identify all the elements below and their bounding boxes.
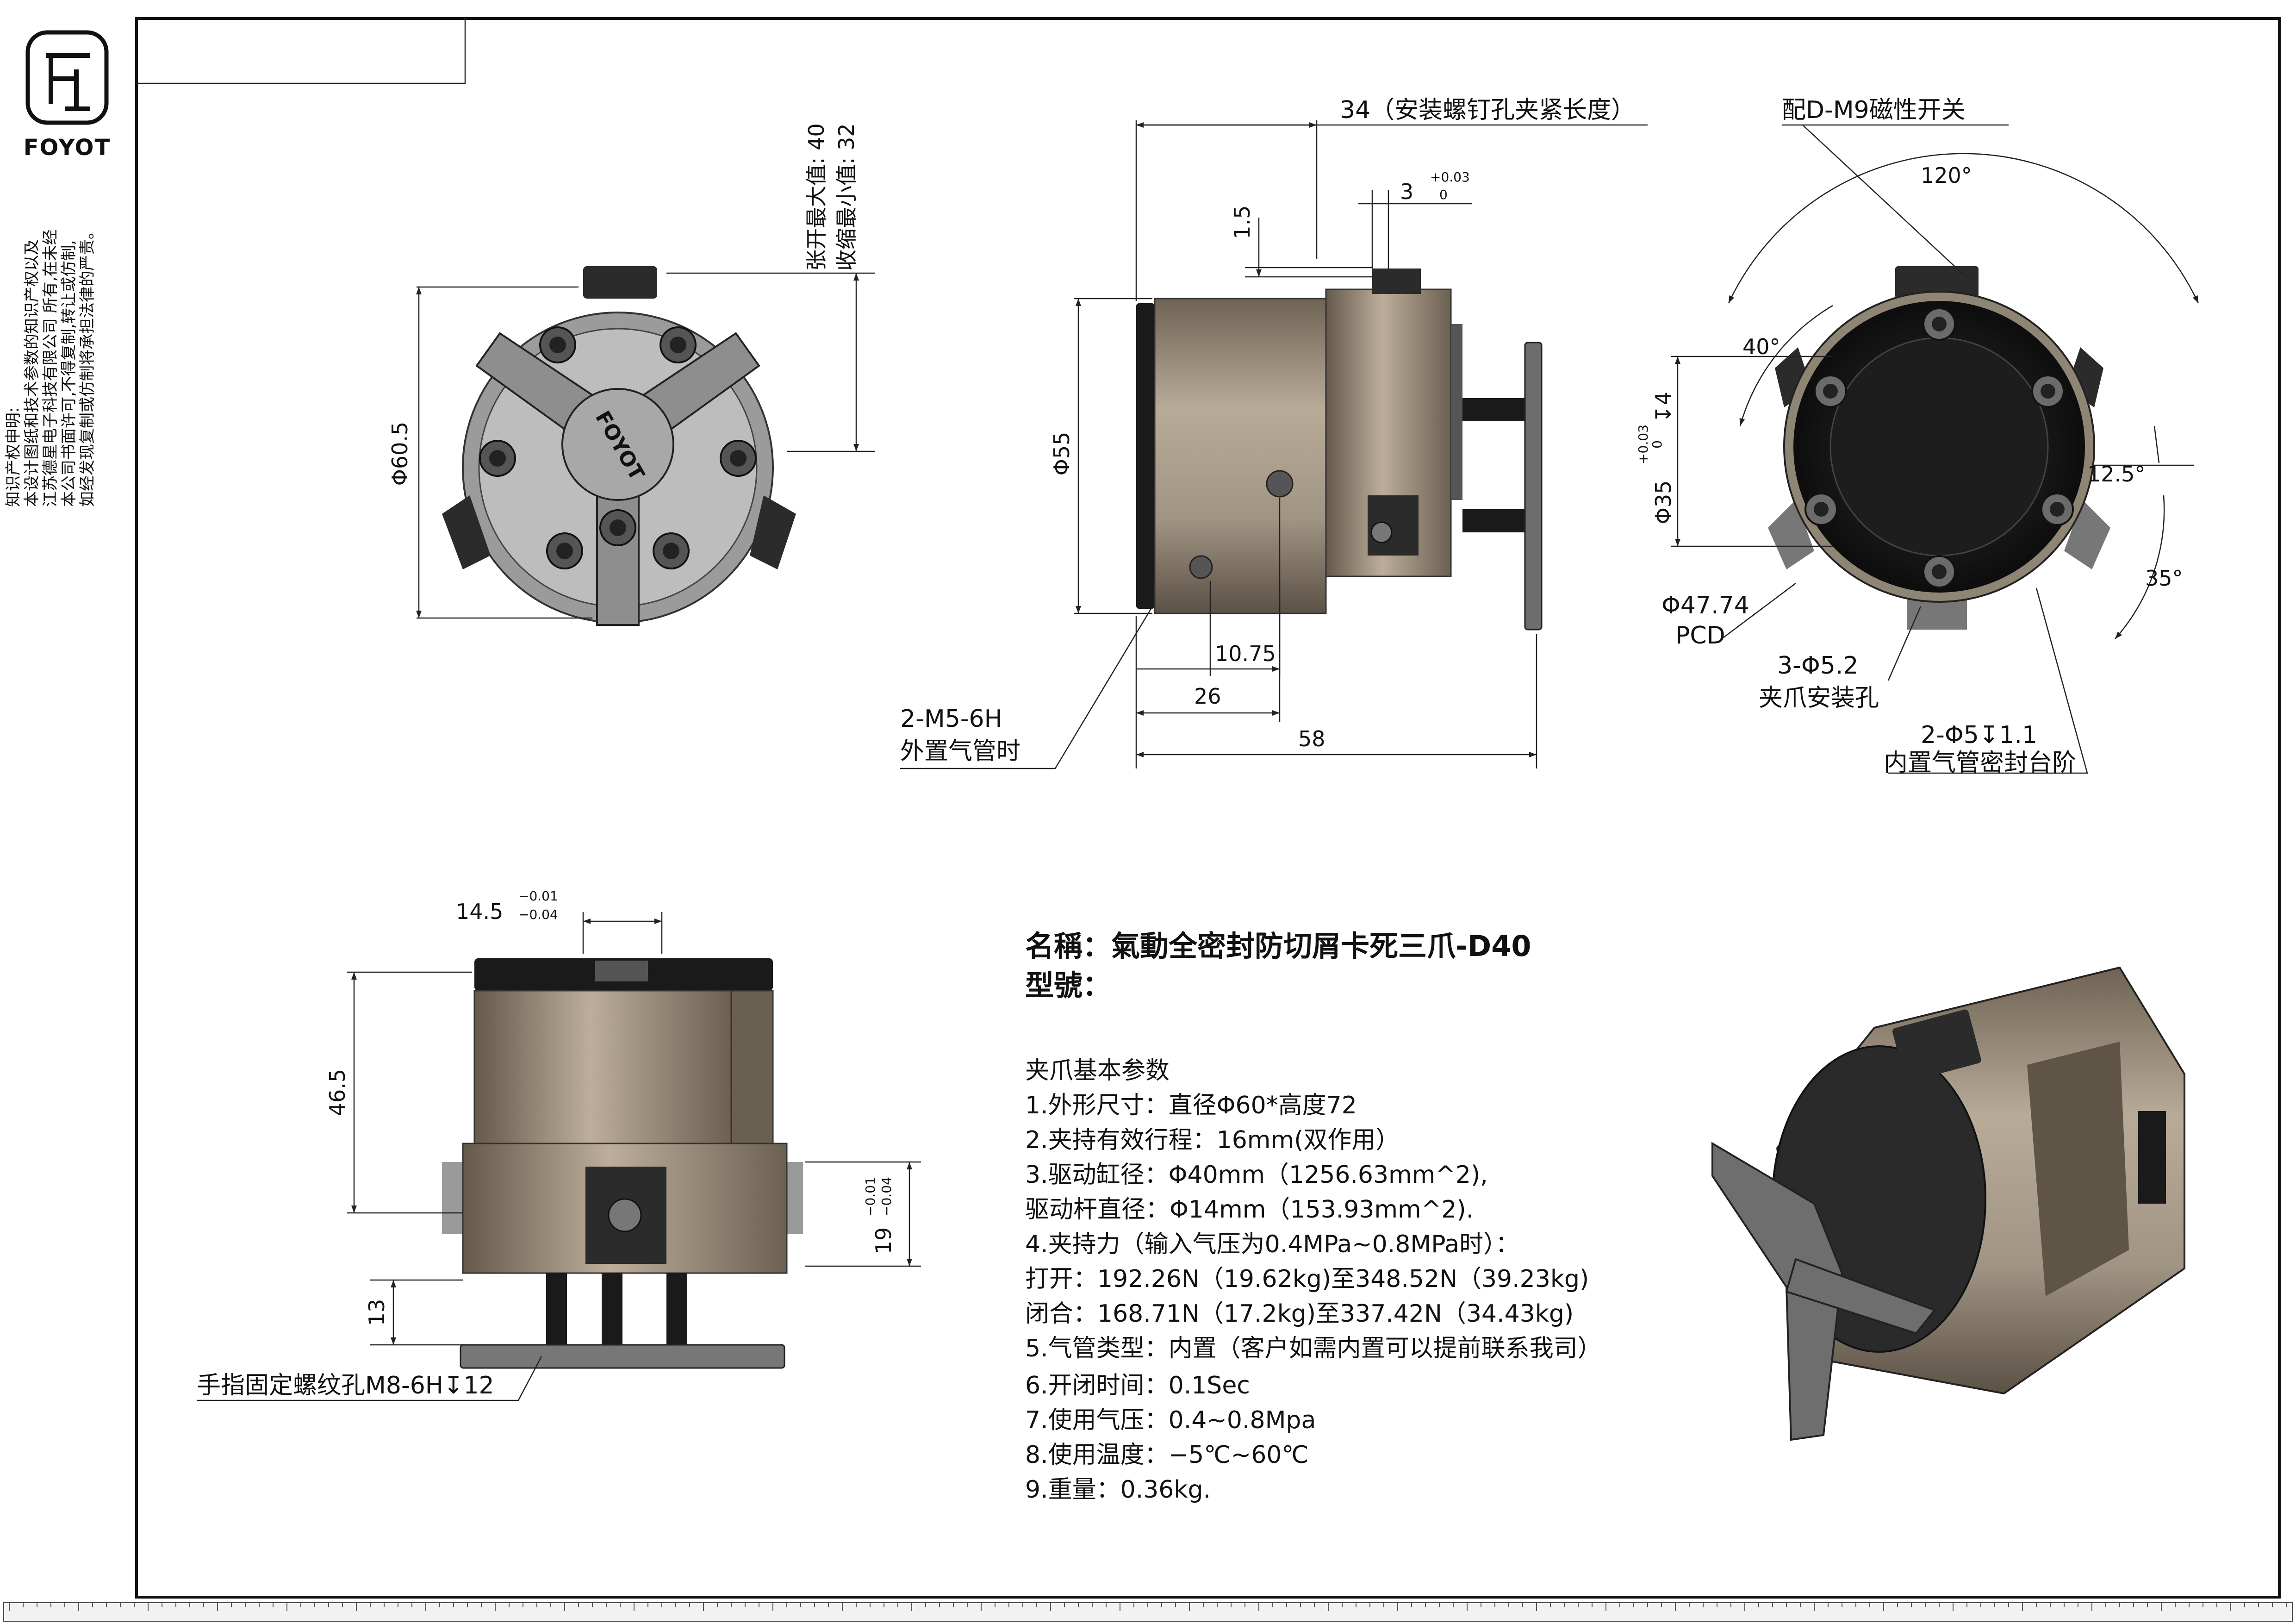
brand-name: FOYOT — [24, 135, 111, 161]
bottom-ruler — [9, 1603, 2287, 1611]
switch-label: 配D-M9磁性开关 — [1782, 96, 1966, 124]
param-4: 4.夹持力（输入气压为0.4MPa~0.8MPa时）： — [1025, 1230, 1519, 1258]
iso-view — [1711, 966, 2185, 1441]
dim-46p5: 46.5 — [325, 1069, 350, 1116]
ip-notice: 知识产权申明: 本设计图纸和技术参数的知识产权以及 江苏德星电子科技有限公司 所… — [4, 224, 97, 507]
top-view: FOYOT Φ60.5 张开最大值: 40 收缩最小值: 32 — [387, 123, 875, 626]
ip-notice-line-2: 江苏德星电子科技有限公司 所有,在未经 — [41, 229, 60, 507]
dim-19: 19 — [871, 1227, 896, 1255]
param-4-open: 打开：192.26N（19.62kg)至348.52N（39.23kg) — [1025, 1265, 1589, 1293]
param-5: 5.气管类型：内置（客户如需内置可以提前联系我司） — [1025, 1335, 1602, 1362]
dim-55: Φ55 — [1049, 432, 1074, 476]
finger-note: 手指固定螺纹孔M8-6H↧12 — [197, 1372, 494, 1399]
product-name: 名稱：氣動全密封防切屑卡死三爪-D40 — [1025, 929, 1531, 963]
seal-dim: 2-Φ5↧1.1 — [1921, 721, 2037, 749]
ip-notice-line-3: 本公司书面许可,不得复制,转让或仿制, — [60, 240, 78, 507]
top-dia: Φ60.5 — [387, 422, 412, 486]
dim-3-tol-up: +0.03 — [1430, 169, 1470, 185]
param-3b: 驱动杆直径：Φ14mm（153.93mm^2). — [1025, 1196, 1474, 1224]
param-3: 3.驱动缸径：Φ40mm（1256.63mm^2), — [1025, 1161, 1488, 1189]
dim-26: 26 — [1194, 684, 1221, 709]
open-max: 张开最大值: 40 — [804, 123, 829, 271]
param-1: 1.外形尺寸：直径Φ60*高度72 — [1025, 1092, 1357, 1119]
ip-notice-line-1: 本设计图纸和技术参数的知识产权以及 — [23, 239, 41, 507]
port-label-2: 外置气管时 — [900, 737, 1020, 765]
ip-notice-heading: 知识产权申明: — [4, 407, 23, 507]
bottom-view: 120° 40° 配D-M9磁性开关 12.5° 35° Φ35 ↧4 +0.0… — [1636, 96, 2199, 777]
dia-35-tol-up: +0.03 — [1636, 425, 1651, 464]
mount-holes-label: 夹爪安装孔 — [1759, 684, 1879, 712]
angle-35: 35° — [2145, 566, 2183, 591]
dia-35: Φ35 — [1651, 481, 1676, 525]
product-model: 型號： — [1025, 968, 1111, 1002]
brand-logo: FOYOT — [24, 30, 111, 161]
angle-40: 40° — [1742, 334, 1780, 359]
dim-3-tol-dn: 0 — [1439, 187, 1448, 202]
port-label-1: 2-M5-6H — [900, 705, 1002, 733]
close-min: 收缩最小值: 32 — [834, 123, 859, 271]
dim-1p5: 1.5 — [1230, 205, 1255, 239]
param-9: 9.重量：0.36kg. — [1025, 1476, 1211, 1504]
seal-label: 内置气管密封台阶 — [1884, 749, 2076, 777]
param-2: 2.夹持有效行程：16mm(双作用） — [1025, 1126, 1400, 1154]
params-title: 夹爪基本参数 — [1025, 1057, 1170, 1085]
dim-14p5-tol-up: −0.01 — [518, 888, 558, 904]
dim-10p75: 10.75 — [1215, 641, 1276, 666]
ip-notice-line-4: 如经发现复制或仿制将承担法律的严责。 — [78, 224, 97, 507]
dim-58: 58 — [1298, 726, 1325, 751]
dia-35-depth: ↧4 — [1651, 392, 1676, 423]
sheet-frame — [3, 17, 2293, 1622]
pcd-label: PCD — [1675, 622, 1725, 650]
angle-120: 120° — [1921, 163, 1972, 188]
angle-12p5: 12.5° — [2087, 462, 2145, 487]
dim-34: 34（安装螺钉孔夹紧长度） — [1340, 96, 1635, 124]
param-8: 8.使用温度：−5℃~60℃ — [1025, 1441, 1309, 1469]
param-7: 7.使用气压：0.4~0.8Mpa — [1025, 1406, 1316, 1434]
param-6: 6.开闭时间：0.1Sec — [1025, 1372, 1250, 1399]
pcd-dia: Φ47.74 — [1661, 592, 1749, 619]
param-4-close: 闭合：168.71N（17.2kg)至337.42N（34.43kg) — [1025, 1300, 1574, 1328]
dim-3: 3 — [1400, 179, 1413, 204]
dim-19-tol-dn: −0.04 — [879, 1177, 894, 1217]
mount-holes-count: 3-Φ5.2 — [1777, 652, 1858, 680]
dim-14p5: 14.5 — [456, 899, 503, 924]
side-view: 34（安装螺钉孔夹紧长度） 3 +0.03 0 1.5 Φ55 10.75 26… — [900, 96, 1648, 769]
dim-13: 13 — [364, 1299, 389, 1326]
front-view: 14.5 −0.01 −0.04 46.5 19 −0.01 −0.04 13 … — [197, 888, 921, 1401]
dim-19-tol-up: −0.01 — [863, 1177, 878, 1217]
dim-14p5-tol-dn: −0.04 — [518, 907, 558, 922]
info-block: 名稱：氣動全密封防切屑卡死三爪-D40 型號： 夹爪基本参数 1.外形尺寸：直径… — [1025, 929, 1602, 1504]
dia-35-tol-dn: 0 — [1649, 440, 1665, 449]
